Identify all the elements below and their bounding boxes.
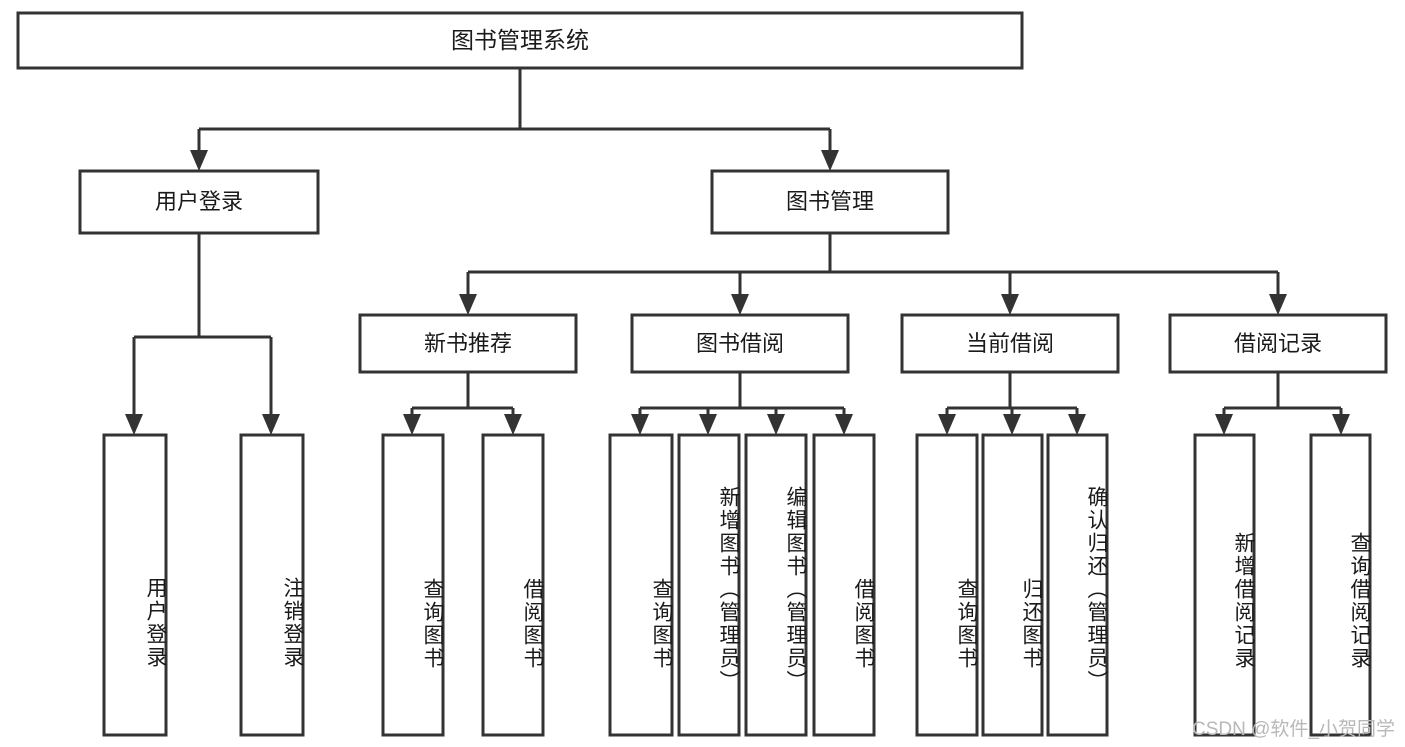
arrow-bookborrow-to-leaf1 [631,414,649,435]
node-leaf-query-record-box[interactable] [1309,433,1372,737]
connector-group [125,68,1350,435]
node-borrow-record[interactable]: 借阅记录 [1168,313,1388,374]
node-leaf-borrow-book-1-box[interactable] [481,433,545,737]
node-book-manage-box[interactable] [710,169,950,235]
arrow-bookborrow-to-leaf2 [699,414,717,435]
node-book-borrow-box[interactable] [630,313,850,374]
node-book-borrow-label: 图书借阅 [696,331,784,356]
node-leaf-user-login-box[interactable] [102,433,168,737]
node-current-borrow[interactable]: 当前借阅 [900,313,1120,374]
arrow-currentborrow-to-leaf2 [1003,414,1021,435]
arrow-borrowrecord-to-leaf2 [1332,414,1350,435]
node-leaf-query-book-1-box[interactable] [381,433,445,737]
node-new-book-rec-label: 新书推荐 [424,331,512,356]
node-root-label: 图书管理系统 [451,27,589,53]
node-leaf-query-book-3-box[interactable] [915,433,979,737]
arrow-currentborrow-to-leaf1 [938,414,956,435]
arrow-bookmanage-to-newbook [459,294,477,315]
node-borrow-record-label: 借阅记录 [1234,331,1322,356]
node-new-book-rec-box[interactable] [358,313,578,374]
node-book-borrow[interactable]: 图书借阅 [630,313,850,374]
node-book-manage[interactable]: 图书管理 [710,169,950,235]
watermark-text: CSDN @软件_小贺同学 [1192,719,1395,740]
node-root[interactable]: 图书管理系统 [16,11,1024,70]
arrow-bookborrow-to-leaf4 [835,414,853,435]
node-leaf-add-record-box[interactable] [1193,433,1256,737]
node-root-box[interactable] [16,11,1024,70]
arrow-borrowrecord-to-leaf1 [1215,414,1233,435]
arrow-bookborrow-to-leaf3 [767,414,785,435]
arrow-userlogin-to-leaf2 [262,414,280,435]
node-leaf-logout-box[interactable] [239,433,305,737]
node-user-login[interactable]: 用户登录 [78,169,320,235]
node-current-borrow-box[interactable] [900,313,1120,374]
arrow-bookmanage-to-borrowrecord [1269,294,1287,315]
arrow-newbook-to-leaf1 [403,414,421,435]
arrow-userlogin-to-leaf1 [125,414,143,435]
node-leaf-return-book-box[interactable] [981,433,1044,737]
node-leaf-query-book-2-box[interactable] [608,433,674,737]
node-leaf-confirm-return-box[interactable] [1046,433,1109,737]
node-new-book-rec[interactable]: 新书推荐 [358,313,578,374]
arrow-bookmanage-to-currentborrow [1001,294,1019,315]
arrow-newbook-to-leaf2 [504,414,522,435]
node-user-login-box[interactable] [78,169,320,235]
arrow-currentborrow-to-leaf3 [1068,414,1086,435]
arrow-root-to-user-login [190,150,208,171]
arrow-bookmanage-to-bookborrow [731,294,749,315]
node-borrow-record-box[interactable] [1168,313,1388,374]
node-book-manage-label: 图书管理 [786,189,874,214]
node-user-login-label: 用户登录 [155,189,243,214]
arrow-root-to-book-manage [821,150,839,171]
node-leaf-borrow-book-2-box[interactable] [812,433,876,737]
node-current-borrow-label: 当前借阅 [966,331,1054,356]
node-leaf-add-book-box[interactable] [677,433,741,737]
node-leaf-edit-book-box[interactable] [744,433,808,737]
